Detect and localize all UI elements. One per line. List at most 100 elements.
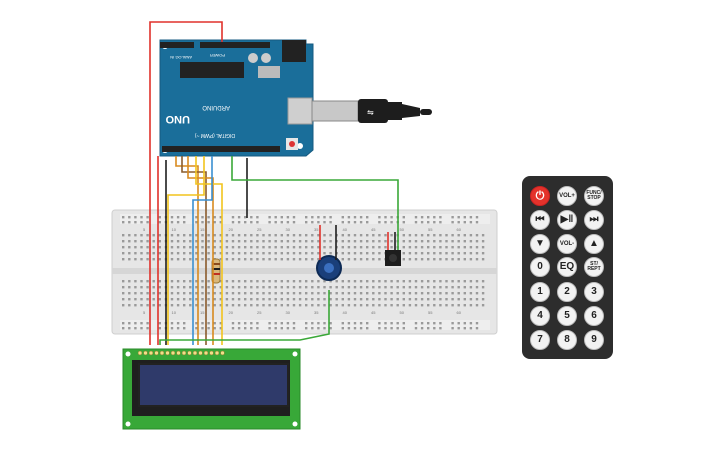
- breadboard-hole: [323, 322, 326, 325]
- remote-button-down[interactable]: ▼: [530, 234, 550, 254]
- breadboard-hole: [219, 286, 222, 289]
- breadboard-hole: [445, 234, 448, 237]
- remote-button-four[interactable]: 4: [530, 306, 550, 326]
- breadboard-hole: [311, 246, 314, 249]
- breadboard-hole: [317, 286, 320, 289]
- remote-button-nine[interactable]: 9: [584, 330, 604, 350]
- breadboard-hole: [427, 292, 430, 295]
- breadboard-hole: [225, 286, 229, 289]
- breadboard-hole: [481, 304, 485, 307]
- remote-button-vol-up[interactable]: VOL+: [557, 186, 577, 206]
- remote-button-five[interactable]: 5: [557, 306, 577, 326]
- breadboard-hole: [176, 327, 180, 330]
- breadboard-hole: [323, 298, 326, 301]
- breadboard-hole: [219, 280, 222, 283]
- breadboard-hole: [451, 252, 454, 255]
- breadboard-hole: [439, 216, 442, 219]
- remote-button-eq[interactable]: EQ: [557, 257, 577, 277]
- breadboard-hole: [463, 322, 466, 325]
- skip-back-icon: ⏮: [535, 214, 545, 225]
- breadboard-hole: [298, 298, 302, 301]
- breadboard-hole: [237, 280, 241, 283]
- breadboard-hole: [396, 322, 399, 325]
- breadboard-hole: [427, 234, 430, 237]
- remote-button-power[interactable]: ⏻: [530, 186, 550, 206]
- breadboard-hole: [225, 252, 229, 255]
- breadboard-hole: [402, 327, 405, 330]
- breadboard-hole: [152, 234, 155, 237]
- remote-button-two[interactable]: 2: [557, 282, 577, 302]
- lcd-mount-hole: [292, 421, 298, 427]
- remote-button-vol-down[interactable]: VOL-: [557, 234, 577, 254]
- breadboard-hole: [445, 286, 448, 289]
- remote-button-zero[interactable]: 0: [530, 257, 550, 277]
- breadboard-hole: [250, 322, 253, 325]
- breadboard-hole: [280, 258, 283, 261]
- breadboard-hole: [469, 327, 473, 330]
- breadboard-hole: [427, 322, 430, 325]
- breadboard-hole: [207, 240, 210, 243]
- breadboard-hole: [353, 252, 357, 255]
- remote-button-six[interactable]: 6: [584, 306, 604, 326]
- breadboard-hole: [189, 304, 192, 307]
- breadboard-hole: [122, 234, 125, 237]
- breadboard-hole: [195, 258, 198, 261]
- breadboard-hole: [427, 240, 430, 243]
- breadboard-hole: [262, 286, 265, 289]
- remote-button-up[interactable]: ▲: [584, 234, 604, 254]
- breadboard-hole: [463, 234, 466, 237]
- breadboard-hole: [231, 322, 235, 325]
- breadboard-hole: [414, 286, 418, 289]
- breadboard-hole: [219, 216, 222, 219]
- breadboard-hole: [256, 298, 259, 301]
- breadboard-hole: [402, 240, 405, 243]
- reset-button-cap[interactable]: [289, 141, 295, 147]
- breadboard-hole: [475, 298, 479, 301]
- remote-button-prev[interactable]: ⏮: [530, 210, 550, 230]
- breadboard-hole: [463, 246, 466, 249]
- breadboard-hole: [420, 234, 424, 237]
- lcd-pins: [137, 350, 225, 356]
- wire-orange-2: [187, 156, 214, 345]
- resistor-band: [212, 273, 220, 275]
- breadboard-hole: [207, 246, 210, 249]
- breadboard-hole: [427, 286, 430, 289]
- breadboard-hole: [195, 304, 198, 307]
- breadboard-hole: [414, 327, 418, 330]
- breadboard-hole: [140, 240, 143, 243]
- breadboard-hole: [274, 221, 277, 224]
- row-number-bottom: 30: [286, 310, 291, 315]
- remote-button-func-stop[interactable]: FUNC/ STOP: [584, 186, 604, 206]
- breadboard-hole: [341, 252, 344, 255]
- breadboard-hole: [469, 221, 473, 224]
- breadboard-hole: [280, 322, 283, 325]
- remote-button-three[interactable]: 3: [584, 282, 604, 302]
- remote-button-st-rept[interactable]: ST/ REPT: [584, 257, 604, 277]
- breadboard-hole: [183, 322, 186, 325]
- wire-green-ir: [231, 156, 399, 250]
- breadboard-hole: [323, 246, 326, 249]
- breadboard-hole: [256, 258, 259, 261]
- breadboard-hole: [481, 246, 485, 249]
- breadboard-hole: [256, 240, 259, 243]
- breadboard-hole: [207, 258, 210, 261]
- remote-button-eight[interactable]: 8: [557, 330, 577, 350]
- breadboard-hole: [152, 280, 155, 283]
- breadboard-hole: [329, 292, 332, 295]
- remote-button-play-pause[interactable]: ▶‖: [557, 210, 577, 230]
- remote-button-next[interactable]: ⏭: [584, 210, 604, 230]
- breadboard-hole: [146, 240, 149, 243]
- breadboard-hole: [378, 280, 381, 283]
- breadboard-hole: [359, 298, 363, 301]
- breadboard-hole: [372, 246, 375, 249]
- remote-button-one[interactable]: 1: [530, 282, 550, 302]
- breadboard-hole: [475, 304, 479, 307]
- remote-button-seven[interactable]: 7: [530, 330, 550, 350]
- potentiometer[interactable]: [316, 255, 342, 281]
- breadboard-hole: [329, 246, 332, 249]
- breadboard-hole: [158, 292, 161, 295]
- breadboard-hole: [195, 216, 198, 219]
- breadboard-hole: [463, 298, 466, 301]
- breadboard-hole: [378, 216, 381, 219]
- breadboard-hole: [414, 322, 418, 325]
